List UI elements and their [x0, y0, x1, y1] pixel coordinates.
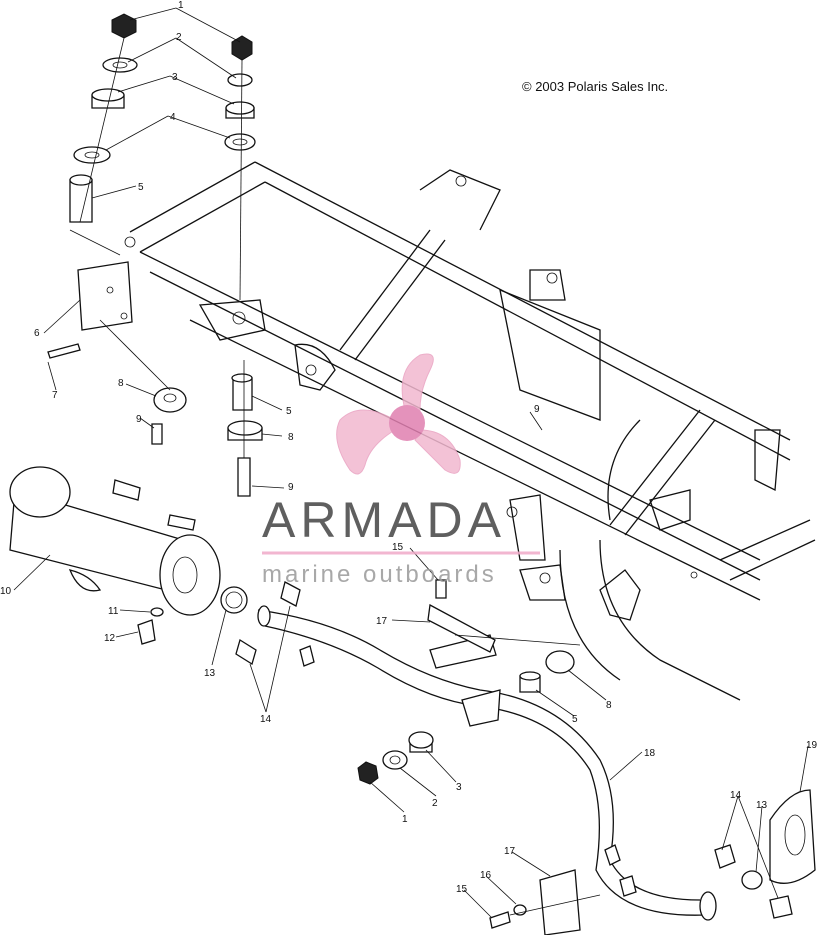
- callout-14: 14: [730, 790, 742, 801]
- watermark: ARMADA marine outboards: [262, 353, 540, 588]
- callout-4: 4: [170, 112, 176, 123]
- callout-1: 1: [402, 814, 408, 825]
- callout-1: 1: [178, 0, 184, 11]
- bolt-15a: [435, 579, 447, 599]
- nut-1a: [111, 13, 137, 39]
- watermark-tagline: marine outboards: [262, 561, 497, 588]
- callout-2: 2: [432, 798, 438, 809]
- callout-8: 8: [118, 378, 124, 389]
- washer-2c: [382, 750, 408, 770]
- spark-arrestor-19: [769, 789, 816, 884]
- callout-9: 9: [534, 404, 540, 415]
- screw-9a: [151, 423, 163, 445]
- callout-6: 6: [34, 328, 40, 339]
- screw-9b: [237, 457, 251, 497]
- callout-13: 13: [204, 668, 216, 679]
- bolt-15b: [489, 911, 511, 929]
- bushing-3b: [225, 101, 255, 115]
- bracket-17a: [427, 603, 496, 653]
- callout-18: 18: [644, 748, 656, 759]
- left-mount-stack: [47, 13, 187, 445]
- muffler-10: [9, 466, 221, 616]
- copyright-text: © 2003 Polaris Sales Inc.: [522, 79, 668, 94]
- callout-16: 16: [480, 870, 492, 881]
- grommet-8a: [153, 387, 187, 413]
- gasket-13a: [220, 586, 248, 614]
- callouts: 1 2 3 4 5 6 7 8 9 5 8 9 9 10 11 12 13 14…: [0, 0, 818, 895]
- spring-14a: [235, 638, 257, 666]
- callout-14: 14: [260, 714, 272, 725]
- bracket-17b: [539, 869, 581, 935]
- propeller-logo-icon: [336, 353, 461, 475]
- callout-5: 5: [572, 714, 578, 725]
- gasket-13b: [741, 870, 763, 890]
- nut-1b: [231, 35, 253, 61]
- leader-lines: [13, 7, 809, 919]
- callout-15: 15: [456, 884, 468, 895]
- grommet-8c: [545, 650, 575, 674]
- washer-11: [150, 607, 164, 617]
- callout-5: 5: [138, 182, 144, 193]
- washer-4b: [224, 133, 256, 151]
- callout-12: 12: [104, 633, 116, 644]
- washer-4a: [73, 146, 111, 164]
- bracket-6: [77, 261, 133, 331]
- spring-14d: [769, 895, 793, 919]
- callout-2: 2: [176, 32, 182, 43]
- spring-14c: [714, 844, 736, 869]
- callout-9: 9: [288, 482, 294, 493]
- callout-17: 17: [376, 616, 388, 627]
- bolt-12: [137, 619, 156, 645]
- callout-5: 5: [286, 406, 292, 417]
- callout-3: 3: [172, 72, 178, 83]
- callout-10: 10: [0, 586, 12, 597]
- callout-8: 8: [606, 700, 612, 711]
- callout-11: 11: [108, 606, 119, 617]
- center-mount-stack: [224, 35, 263, 497]
- callout-3: 3: [456, 782, 462, 793]
- bolt-7: [47, 343, 81, 359]
- callout-7: 7: [52, 390, 58, 401]
- watermark-brand: ARMADA: [262, 492, 506, 548]
- callout-19: 19: [806, 740, 818, 751]
- spring-14b: [280, 581, 301, 607]
- sleeve-5b: [232, 377, 253, 411]
- callout-13: 13: [756, 800, 768, 811]
- callout-15: 15: [392, 542, 404, 553]
- nut-1c: [357, 761, 379, 785]
- callout-9: 9: [136, 414, 142, 425]
- frame: [124, 161, 816, 701]
- washer-2b: [227, 73, 253, 87]
- callout-8: 8: [288, 432, 294, 443]
- callout-17: 17: [504, 846, 516, 857]
